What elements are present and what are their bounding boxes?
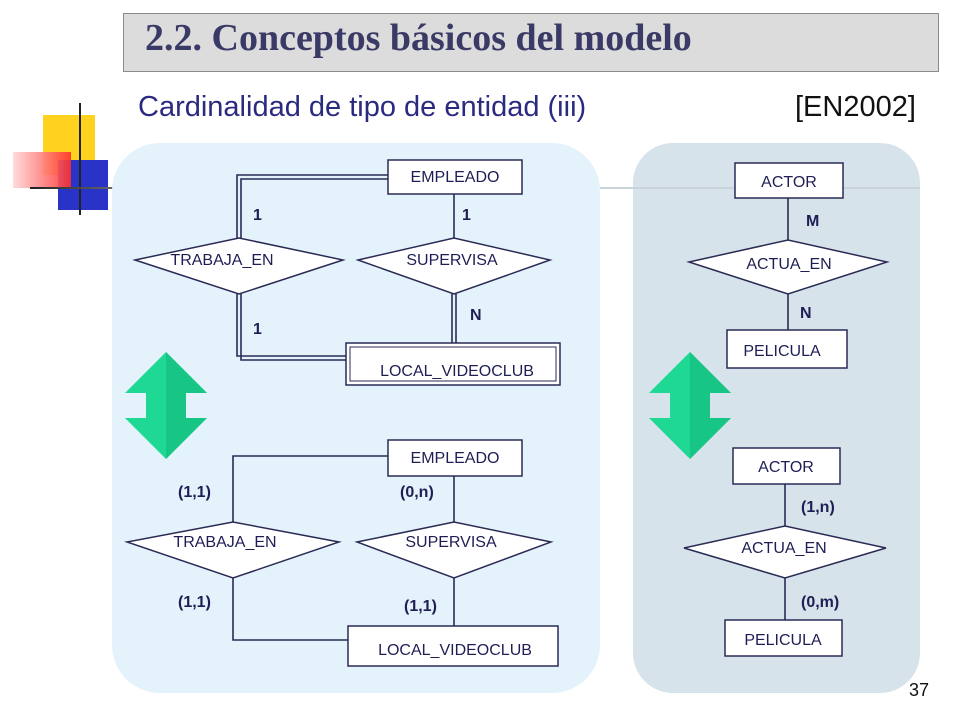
right-top-diagram: ACTOR ACTUA_EN PELICULA M N — [686, 162, 890, 369]
entity-empleado-label: EMPLEADO — [411, 169, 500, 186]
right-double-arrow-icon — [649, 352, 731, 459]
card-actor: M — [806, 213, 819, 230]
relationship-trabaja-en — [132, 237, 346, 295]
right-bottom-diagram: ACTOR ACTUA_EN PELICULA (1,n) (0,m) — [683, 447, 887, 657]
title-banner — [123, 13, 939, 72]
trabaja-en-bottom-line — [232, 578, 348, 641]
entity-empleado-label: EMPLEADO — [411, 450, 500, 467]
card-supervisa-top: (0,n) — [400, 484, 434, 501]
deco-red-square — [13, 152, 71, 188]
card-trabaja-top: 1 — [253, 207, 262, 224]
left-bottom-diagram: EMPLEADO TRABAJA_EN SUPERVISA LOCAL_VIDE… — [124, 439, 559, 667]
card-supervisa-top: 1 — [462, 207, 471, 224]
page-title: 2.2. Conceptos básicos del modelo — [145, 17, 692, 59]
relationship-actua-en-label: ACTUA_EN — [741, 540, 826, 557]
trabaja-en-participation-lines — [236, 174, 388, 361]
card-supervisa-bottom: N — [470, 307, 482, 324]
relationship-supervisa-label: SUPERVISA — [405, 534, 497, 551]
card-trabaja-bottom: 1 — [253, 321, 262, 338]
card-actor: (1,n) — [801, 499, 835, 516]
card-pelicula: N — [800, 305, 812, 322]
relationship-actua-en — [683, 525, 887, 579]
entity-pelicula-label: PELICULA — [743, 343, 821, 360]
relationship-supervisa — [355, 237, 553, 295]
left-top-diagram: EMPLEADO TRABAJA_EN SUPERVISA LOCAL_VIDE… — [132, 159, 561, 386]
card-trabaja-bottom: (1,1) — [178, 594, 211, 611]
entity-pelicula-label: PELICULA — [744, 632, 822, 649]
relationship-trabaja-en — [124, 521, 342, 579]
entity-actor-label: ACTOR — [758, 459, 814, 476]
relationship-actua-en-label: ACTUA_EN — [746, 256, 831, 273]
entity-empleado-box — [387, 439, 523, 477]
entity-local-label: LOCAL_VIDEOCLUB — [380, 363, 534, 380]
left-double-arrow-icon — [125, 352, 207, 459]
relationship-supervisa-label: SUPERVISA — [406, 252, 498, 269]
card-pelicula: (0,m) — [801, 594, 839, 611]
entity-actor-box — [734, 162, 844, 199]
entity-local-box-inner — [349, 346, 557, 382]
entity-pelicula-box — [726, 329, 848, 369]
page-number: 37 — [909, 680, 930, 700]
trabaja-en-top-line — [232, 455, 388, 533]
relationship-trabaja-en-label: TRABAJA_EN — [173, 534, 276, 551]
reference-label: [EN2002] — [795, 91, 916, 123]
entity-actor-box — [732, 447, 841, 485]
relationship-actua-en — [686, 239, 890, 295]
relationship-trabaja-en-label: TRABAJA_EN — [170, 252, 273, 269]
relationship-supervisa — [354, 521, 554, 579]
card-supervisa-bottom: (1,1) — [404, 598, 437, 615]
deco-vertical-line — [79, 103, 81, 215]
entity-pelicula-box — [724, 619, 843, 657]
entity-actor-label: ACTOR — [761, 174, 817, 191]
entity-local-label: LOCAL_VIDEOCLUB — [378, 642, 532, 659]
card-trabaja-top: (1,1) — [178, 484, 211, 501]
entity-empleado-box — [387, 159, 523, 195]
entity-local-box — [347, 625, 559, 667]
slide-subtitle: Cardinalidad de tipo de entidad (iii) — [138, 91, 587, 123]
